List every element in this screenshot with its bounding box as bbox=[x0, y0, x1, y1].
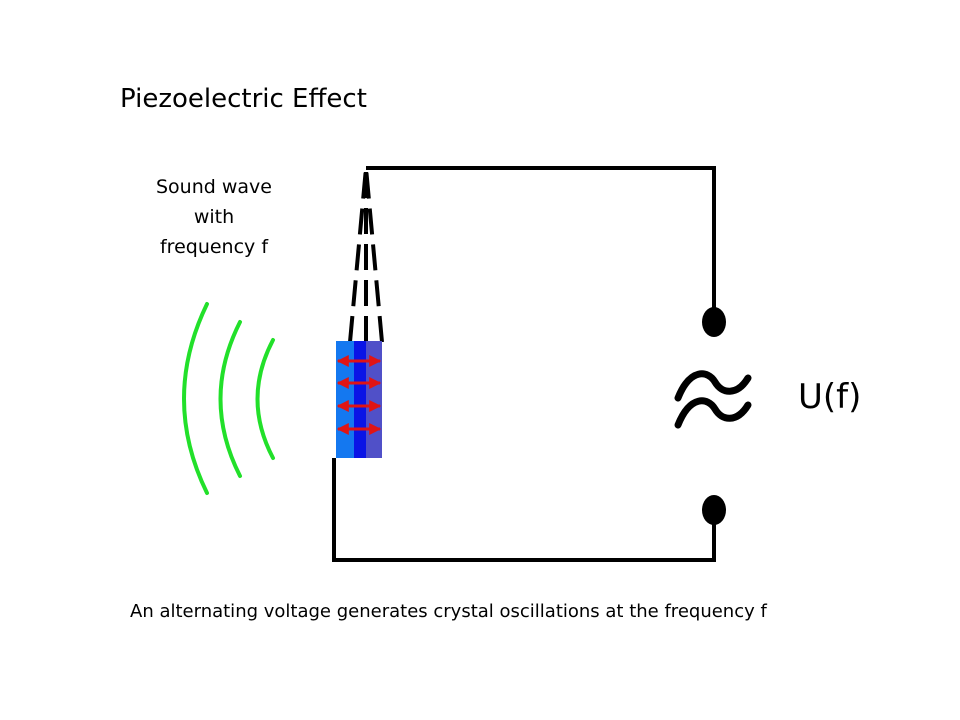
oscillation-arrows bbox=[336, 355, 382, 435]
sound-wave-arc-outer bbox=[182, 302, 209, 495]
sound-wave-label-line2: with bbox=[193, 206, 235, 228]
crystal-layer-right bbox=[366, 341, 382, 458]
tilde-wave-upper bbox=[674, 370, 752, 402]
voltage-source-label: U(f) bbox=[798, 377, 862, 417]
crystal-layer-left bbox=[336, 341, 354, 458]
diagram-caption: An alternating voltage generates crystal… bbox=[130, 601, 767, 622]
vibration-line-right bbox=[364, 167, 384, 343]
crystal-vibration-lines bbox=[348, 167, 384, 343]
sound-wave-label-line1: Sound wave bbox=[156, 176, 272, 198]
sound-wave-arc-inner bbox=[255, 338, 275, 460]
sound-wave-label-line3: frequency f bbox=[159, 236, 269, 258]
bottom-terminal-dot-icon bbox=[702, 495, 726, 525]
tilde-wave-lower bbox=[674, 397, 752, 429]
sound-wave-icon bbox=[182, 302, 275, 495]
page-title: Piezoelectric Effect bbox=[120, 84, 367, 114]
circuit-wires bbox=[332, 166, 716, 562]
top-wire bbox=[366, 166, 716, 312]
crystal-layer-middle bbox=[354, 341, 366, 458]
sound-wave-arc-middle bbox=[218, 320, 242, 478]
tilde-wave-icon bbox=[674, 370, 752, 429]
piezo-crystal bbox=[336, 341, 382, 458]
vibration-line-left bbox=[348, 167, 368, 343]
sound-wave-label: Sound wave with frequency f bbox=[124, 172, 304, 262]
bottom-wire bbox=[332, 458, 716, 562]
top-terminal-dot-icon bbox=[702, 307, 726, 337]
